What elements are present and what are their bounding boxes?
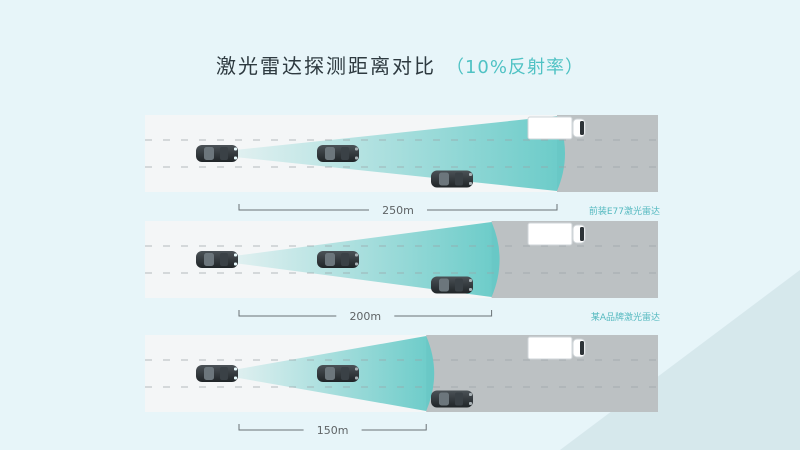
range-label-bg bbox=[303, 422, 362, 438]
target-car-far-headlight-left bbox=[469, 393, 472, 396]
target-car-far-windshield bbox=[439, 172, 449, 186]
range-label-bg bbox=[369, 202, 427, 218]
target-car-near-windshield bbox=[325, 367, 335, 380]
ego-vehicle-body bbox=[196, 251, 238, 268]
target-car-far bbox=[431, 276, 473, 294]
ego-vehicle-headlight-right bbox=[234, 376, 237, 380]
target-truck bbox=[527, 336, 586, 360]
ego-vehicle bbox=[196, 145, 238, 162]
target-car-near-headlight-right bbox=[355, 156, 358, 160]
target-truck-cargo bbox=[527, 116, 573, 140]
target-car-far-headlight-right bbox=[469, 182, 472, 185]
target-car-far bbox=[431, 170, 473, 188]
ego-vehicle-headlight-left bbox=[234, 253, 237, 257]
diagram-title: 激光雷达探测距离对比 （10%反射率） bbox=[0, 50, 800, 79]
ego-vehicle-windshield bbox=[204, 147, 214, 160]
target-truck-cab-window bbox=[580, 227, 584, 241]
range-label: 250m bbox=[382, 204, 414, 217]
target-car-far bbox=[431, 390, 473, 408]
target-car-far-roof bbox=[455, 172, 463, 186]
target-car-near bbox=[317, 145, 359, 162]
target-car-far-headlight-right bbox=[469, 288, 472, 291]
target-car-far-body bbox=[431, 276, 473, 294]
ego-vehicle-headlight-right bbox=[234, 262, 237, 266]
target-truck-cargo bbox=[527, 336, 573, 360]
target-truck-cargo bbox=[527, 222, 573, 246]
target-car-near-body bbox=[317, 365, 359, 382]
target-truck bbox=[527, 222, 586, 246]
target-car-far-headlight-left bbox=[469, 173, 472, 176]
ego-vehicle-roof bbox=[220, 367, 228, 380]
title-main: 激光雷达探测距离对比 bbox=[215, 54, 436, 78]
target-truck-cab-window bbox=[580, 121, 584, 135]
title-subtitle: （10%反射率） bbox=[445, 57, 584, 78]
target-car-near-roof bbox=[341, 253, 349, 266]
target-car-near bbox=[317, 365, 359, 382]
target-car-near-roof bbox=[341, 367, 349, 380]
ego-vehicle-body bbox=[196, 145, 238, 162]
range-label: 200m bbox=[349, 310, 381, 323]
target-truck-cab-window bbox=[580, 341, 584, 355]
target-car-far-windshield bbox=[439, 278, 449, 292]
target-car-near bbox=[317, 251, 359, 268]
ego-vehicle-windshield bbox=[204, 367, 214, 380]
target-car-far-windshield bbox=[439, 392, 449, 406]
ego-vehicle-headlight-left bbox=[234, 147, 237, 151]
target-car-near-windshield bbox=[325, 253, 335, 266]
comparison-row-1: 250m 前装E77激光雷达 bbox=[145, 115, 660, 218]
target-car-near-roof bbox=[341, 147, 349, 160]
target-car-near-headlight-right bbox=[355, 376, 358, 380]
target-car-near-headlight-left bbox=[355, 367, 358, 371]
comparison-row-3: 150m bbox=[145, 335, 658, 438]
comparison-row-2: 200m 某A品牌激光雷达 bbox=[145, 221, 660, 324]
target-car-far-headlight-left bbox=[469, 279, 472, 282]
target-car-far-body bbox=[431, 390, 473, 408]
target-car-near-headlight-right bbox=[355, 262, 358, 266]
target-truck bbox=[527, 116, 586, 140]
ego-vehicle-windshield bbox=[204, 253, 214, 266]
ego-vehicle-roof bbox=[220, 147, 228, 160]
ego-vehicle-headlight-right bbox=[234, 156, 237, 160]
ego-vehicle-roof bbox=[220, 253, 228, 266]
target-car-near-headlight-left bbox=[355, 253, 358, 257]
range-label-bg bbox=[336, 308, 395, 324]
target-car-far-roof bbox=[455, 392, 463, 406]
target-car-far-body bbox=[431, 170, 473, 188]
lidar-beam bbox=[230, 116, 565, 191]
lidar-model-label: 某A品牌激光雷达 bbox=[591, 311, 660, 323]
ego-vehicle bbox=[196, 365, 238, 382]
lidar-model-label: 前装E77激光雷达 bbox=[589, 205, 660, 217]
ego-vehicle-body bbox=[196, 365, 238, 382]
target-car-far-roof bbox=[455, 278, 463, 292]
target-car-near-windshield bbox=[325, 147, 335, 160]
lidar-beam bbox=[230, 222, 500, 297]
ego-vehicle bbox=[196, 251, 238, 268]
ego-vehicle-headlight-left bbox=[234, 367, 237, 371]
target-car-far-headlight-right bbox=[469, 402, 472, 405]
target-car-near-headlight-left bbox=[355, 147, 358, 151]
range-label: 150m bbox=[317, 424, 349, 437]
target-car-near-body bbox=[317, 251, 359, 268]
target-car-near-body bbox=[317, 145, 359, 162]
